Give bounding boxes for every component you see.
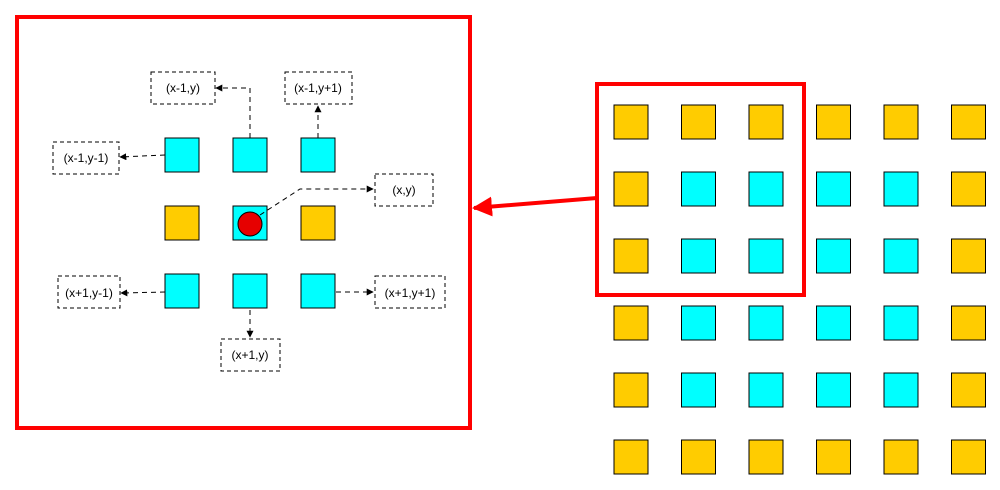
grid-cell-cyan xyxy=(883,238,919,274)
grid-cell-gold xyxy=(613,439,649,475)
neighborhood-window xyxy=(164,137,336,309)
label-bottom-right: (x+1,y+1) xyxy=(374,275,446,309)
grid-cell-gold xyxy=(883,104,919,140)
label-top-right-text: (x-1,y+1) xyxy=(294,81,342,95)
label-center: (x,y) xyxy=(374,173,434,207)
window-cell-gold xyxy=(164,205,200,241)
label-top-text: (x-1,y) xyxy=(166,81,200,95)
neighbor-connectors xyxy=(119,84,374,338)
grid-cell-cyan xyxy=(748,238,784,274)
label-bottom-left-text: (x+1,y-1) xyxy=(65,286,113,300)
grid-cell-gold xyxy=(951,171,986,207)
zoom-panel-frame xyxy=(15,15,472,430)
label-bottom: (x+1,y) xyxy=(220,338,281,372)
grid-cell-gold xyxy=(951,439,986,475)
grid-cell-cyan xyxy=(681,305,716,341)
label-center-text: (x,y) xyxy=(392,183,415,197)
window-cell-gold xyxy=(300,205,336,241)
label-bottom-right-text: (x+1,y+1) xyxy=(385,286,436,300)
grid-cell-gold xyxy=(613,238,649,274)
connector-center xyxy=(259,185,374,216)
window-cell-cyan xyxy=(300,137,336,173)
label-top-left-text: (x-1,y-1) xyxy=(64,151,109,165)
grid-cell-gold xyxy=(951,305,986,341)
grid-cell-cyan xyxy=(816,238,851,274)
window-cell-cyan xyxy=(232,273,268,309)
label-bottom-text: (x+1,y) xyxy=(231,348,268,362)
label-bottom-left: (x+1,y-1) xyxy=(57,275,121,309)
grid-cell-gold xyxy=(613,305,649,341)
zoom-arrow xyxy=(472,196,598,217)
grid-cell-cyan xyxy=(883,171,919,207)
grid-cell-cyan xyxy=(883,372,919,408)
grid-cell-gold xyxy=(748,439,784,475)
grid-cell-gold xyxy=(951,104,986,140)
grid-cell-cyan xyxy=(816,305,851,341)
grid-cell-gold xyxy=(681,104,716,140)
connector-top-left xyxy=(119,153,166,161)
grid-cell-cyan xyxy=(748,171,784,207)
grid-cell-gold xyxy=(613,104,649,140)
window-cell-cyan xyxy=(164,273,200,309)
grid-cell-gold xyxy=(816,104,851,140)
grid-cell-gold xyxy=(883,439,919,475)
grid-cell-cyan xyxy=(816,171,851,207)
grid-selection-frame xyxy=(595,82,806,297)
grid-cell-cyan xyxy=(748,372,784,408)
grid-cell-cyan xyxy=(816,372,851,408)
label-top-right: (x-1,y+1) xyxy=(284,71,353,105)
grid-cell-gold xyxy=(951,238,986,274)
connector-top xyxy=(215,84,251,138)
window-cell-cyan xyxy=(164,137,200,173)
grid-cell-cyan xyxy=(748,305,784,341)
grid-cell-cyan xyxy=(883,305,919,341)
grid-cell-cyan xyxy=(681,372,716,408)
grid-cell-gold xyxy=(816,439,851,475)
connector-bottom-left xyxy=(120,289,166,297)
pixel-grid xyxy=(613,104,986,475)
label-top-left: (x-1,y-1) xyxy=(52,141,120,175)
grid-cell-gold xyxy=(613,171,649,207)
grid-cell-gold xyxy=(748,104,784,140)
window-cell-cyan xyxy=(232,137,268,173)
label-top: (x-1,y) xyxy=(150,71,216,105)
grid-cell-gold xyxy=(613,372,649,408)
grid-cell-gold xyxy=(681,439,716,475)
center-pixel-dot xyxy=(237,211,263,237)
grid-cell-cyan xyxy=(681,171,716,207)
window-cell-cyan xyxy=(300,273,336,309)
grid-cell-gold xyxy=(951,372,986,408)
grid-cell-cyan xyxy=(681,238,716,274)
